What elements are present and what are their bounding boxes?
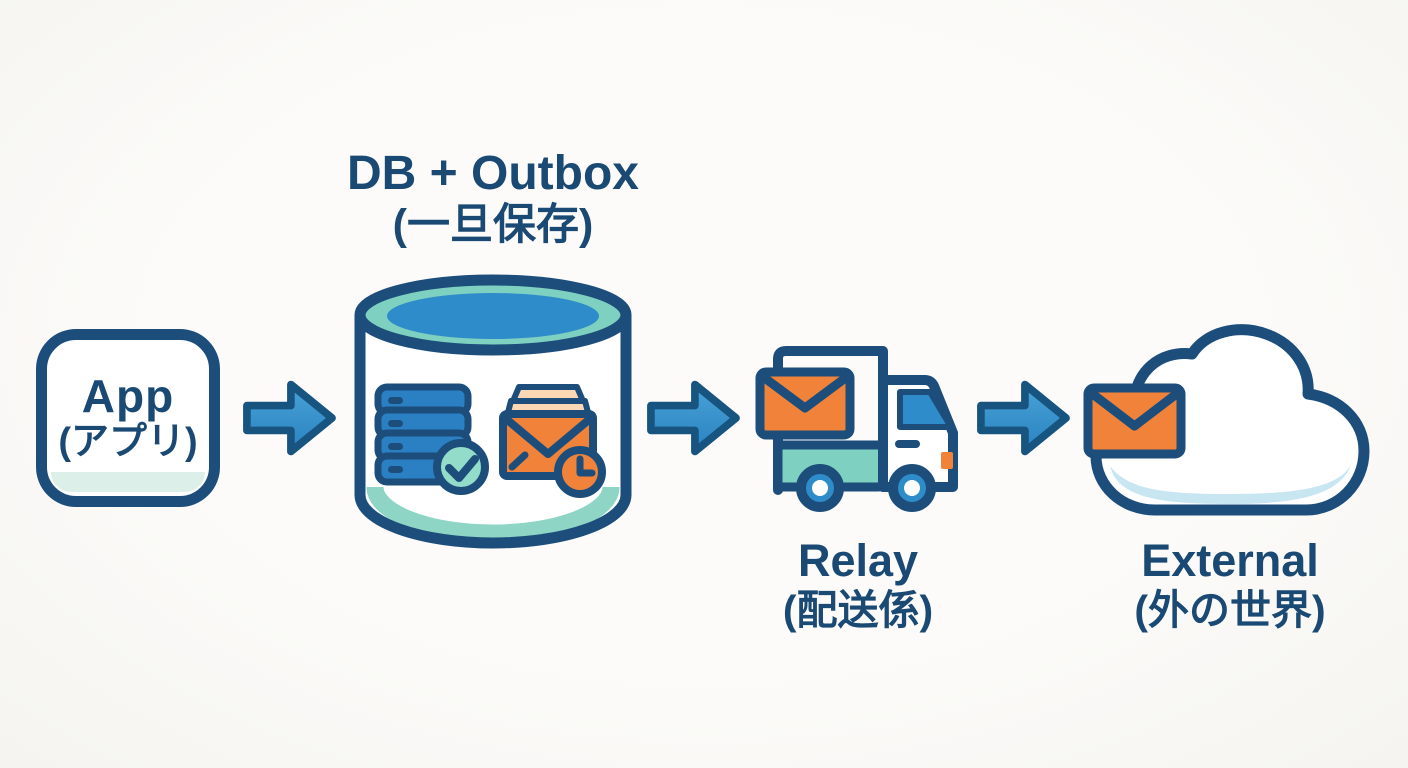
cloud-icon	[1083, 324, 1370, 516]
cylinder-bottom-highlight	[366, 486, 620, 542]
check-badge-icon	[433, 439, 489, 495]
db-outbox-title: DB + Outbox	[346, 147, 639, 200]
flow-arrow-icon	[243, 380, 336, 456]
relay-label: Relay (配送係)	[658, 536, 1058, 634]
app-title: App	[81, 370, 175, 422]
cylinder-top-surface	[387, 293, 599, 339]
delivery-truck-icon	[755, 346, 958, 512]
cloud-inner-shadow	[1110, 462, 1352, 504]
cylinder-outline	[354, 315, 632, 549]
external-label: External (外の世界)	[1030, 536, 1408, 634]
external-title: External	[1141, 535, 1319, 586]
truck-windshield	[897, 389, 954, 430]
relay-title: Relay	[797, 535, 919, 586]
database-cylinder-icon	[354, 274, 632, 549]
envelope-icon	[755, 367, 855, 440]
db-outbox-subtitle: (一旦保存)	[392, 201, 594, 249]
envelope-icon	[1083, 383, 1186, 459]
flow-arrow-icon	[647, 380, 740, 456]
clock-badge-icon	[554, 446, 606, 498]
node-app: App (アプリ)	[36, 329, 220, 507]
truck-cargo-frame	[773, 346, 888, 495]
flow-arrow-icon	[977, 380, 1070, 456]
external-subtitle: (外の世界)	[1134, 587, 1326, 633]
app-box-highlight	[51, 472, 205, 492]
truck-marker-light	[941, 452, 953, 469]
app-subtitle: (アプリ)	[58, 421, 198, 463]
db-outbox-label: DB + Outbox (一旦保存)	[243, 148, 743, 250]
truck-front-wheel	[888, 464, 936, 512]
relay-subtitle: (配送係)	[782, 587, 934, 633]
truck-rear-wheel	[796, 464, 844, 512]
